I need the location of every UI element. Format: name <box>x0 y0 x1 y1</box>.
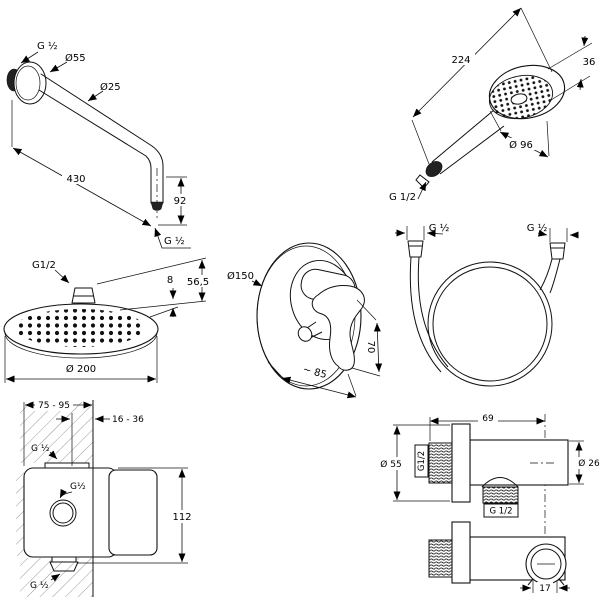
outlet-pipe-diameter-label: Ø 26 <box>578 458 600 469</box>
arm-flange-diameter-label: Ø55 <box>65 52 86 64</box>
outlet-thread-wall-label: G1/2 <box>417 451 427 471</box>
mixer-drawing: Ø150 70 ~ 85 <box>227 242 383 399</box>
arm-length-label: 430 <box>66 174 85 185</box>
hand-shower-drawing: 224 36 Ø 96 G 1/2 <box>389 7 596 203</box>
holder-flange <box>451 521 471 584</box>
valve-front-port <box>49 499 77 527</box>
overhead-diameter-label: Ø 200 <box>66 363 96 375</box>
mixer-diverter-knob <box>297 326 313 342</box>
overhead-height-label: 56,5 <box>187 277 209 288</box>
hand-shower-length-label: 224 <box>451 55 470 66</box>
holder-width-label: 17 <box>539 584 550 594</box>
mixer-handle-length-label: 70 <box>365 341 376 354</box>
outlet-width-label: 69 <box>482 414 494 424</box>
arm-drop-label: 92 <box>174 196 187 207</box>
hose-connector-right <box>549 242 566 260</box>
outlet-flange <box>451 423 471 503</box>
mixer-plate-diameter-label: Ø150 <box>227 270 254 282</box>
valve-install-depth-label: 75 - 95 <box>38 401 70 411</box>
arm-flange <box>13 61 47 105</box>
holder-wall-thread <box>428 539 453 578</box>
mixer-lever <box>311 285 365 371</box>
outlet-thread-hose-label: G 1/2 <box>490 507 513 517</box>
overhead-head-rim <box>4 332 158 359</box>
arm-pipe-diameter-label: Ø25 <box>100 81 121 93</box>
arm-pipe <box>40 73 164 204</box>
valve-finish-depth-label: 16 - 36 <box>112 415 144 425</box>
hand-shower-thread-label: G 1/2 <box>389 192 416 203</box>
hose-thread-right-label: G ½ <box>527 222 548 234</box>
valve-thread-front-label: G½ <box>70 482 86 492</box>
valve-bottom-port <box>51 556 77 563</box>
arm-thread-outlet-label: G ½ <box>164 235 185 247</box>
wall-hatch-bottom <box>20 558 93 597</box>
hose-coil <box>427 261 553 387</box>
shower-arm-drawing: G ½ Ø55 Ø25 430 92 G ½ <box>6 40 192 249</box>
overhead-thickness-label: 8 <box>167 275 173 286</box>
arm-outlet-tip <box>150 201 164 211</box>
valve-top-port <box>44 462 90 469</box>
valve-thread-top-label: G ½ <box>31 444 50 454</box>
arm-thread-wall-label: G ½ <box>37 40 58 52</box>
outlet-pipe <box>469 439 569 486</box>
hose-drawing: G ½ G ½ <box>395 222 579 387</box>
valve-height-label: 112 <box>172 512 191 523</box>
hand-shower-depth-label: 36 <box>583 57 596 68</box>
hose-thread-left-label: G ½ <box>429 222 450 234</box>
wall-hatch-left <box>16 470 24 556</box>
hand-shower-tip <box>415 174 430 189</box>
overhead-spray-face <box>15 309 145 347</box>
outlet-hose-thread <box>482 486 519 504</box>
valve-front-box <box>108 469 158 556</box>
overhead-shower-drawing: G1/2 8 56,5 Ø 200 <box>3 257 212 383</box>
hand-shower-nut <box>425 161 443 177</box>
outlet-flange-diameter-label: Ø 55 <box>380 459 401 470</box>
hand-shower-diameter-label: Ø 96 <box>509 139 533 151</box>
overhead-thread-label: G1/2 <box>32 260 56 271</box>
concealed-valve-drawing: 75 - 95 16 - 36 G ½ G½ 112 G ½ <box>16 399 194 597</box>
valve-thread-bottom-label: G ½ <box>30 581 49 591</box>
valve-bottom-nut <box>49 561 79 572</box>
wall-outlet-drawing: G1/2 G 1/2 69 Ø 55 Ø 26 <box>377 412 600 594</box>
hose-connector-left <box>407 240 424 258</box>
overhead-nipple <box>71 287 96 304</box>
outlet-wall-thread <box>428 442 453 484</box>
